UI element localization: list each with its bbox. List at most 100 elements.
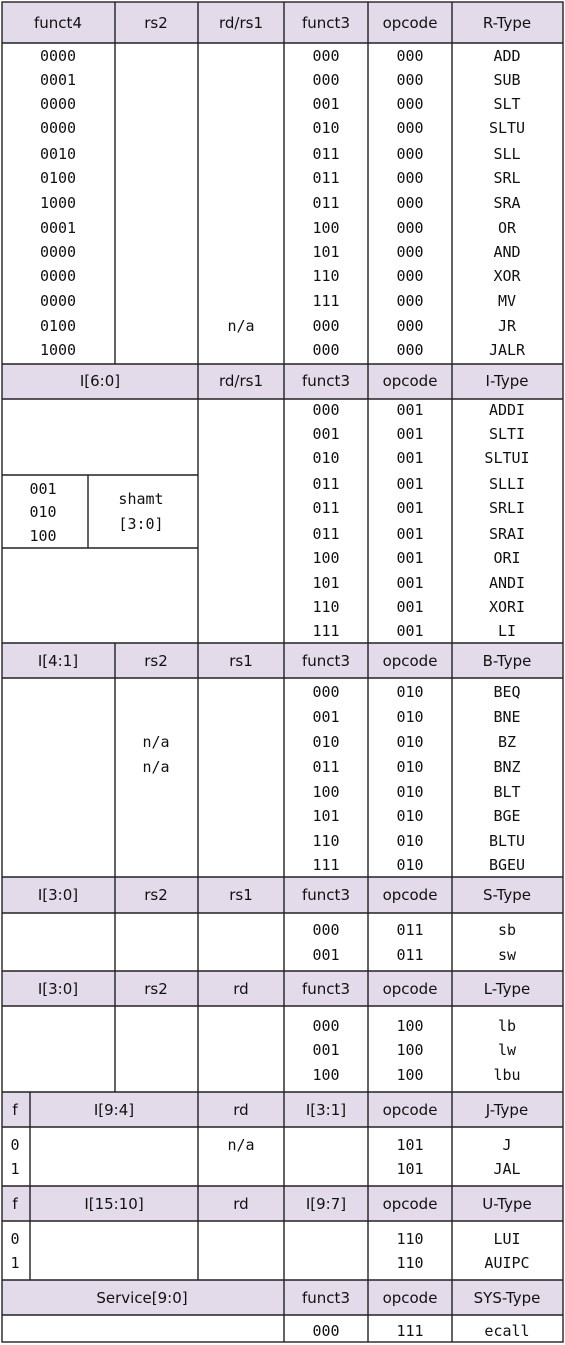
j_type-cell-r1c2: JAL	[493, 1160, 521, 1178]
r_type-cell-r5c1: 011	[312, 169, 340, 187]
r_type-header-1: rs2	[144, 14, 168, 32]
b_type-cell-r0c0: 000	[312, 683, 340, 701]
r_type-cell-r6c3: SRA	[493, 194, 521, 212]
i_type-cell-r8c2: XORI	[488, 598, 526, 616]
i_type-cell-r8c0: 110	[312, 598, 340, 616]
s-type-header-band	[2, 877, 563, 913]
r_type-cell-r11c3: JR	[497, 317, 517, 335]
i_type-cell-r3c1: 001	[396, 475, 424, 493]
s_type-cell-r0c0: 000	[312, 921, 340, 939]
l-type-header-band	[2, 971, 563, 1006]
i_type-cell-r1c1: 001	[396, 425, 424, 443]
i_type-header-3: opcode	[382, 372, 438, 390]
b-type-bnz-rs2-na: n/a	[142, 758, 170, 776]
s_type-cell-r1c0: 001	[312, 946, 340, 964]
r_type-cell-r11c1: 000	[312, 317, 340, 335]
r_type-cell-r9c3: XOR	[493, 267, 521, 285]
l_type-cell-r0c1: 100	[396, 1017, 424, 1035]
u_type-header-0: f	[12, 1195, 18, 1213]
j-type-header-band	[2, 1092, 563, 1127]
r_type-cell-r3c3: SLTU	[488, 119, 526, 137]
l_type-cell-r2c0: 100	[312, 1066, 340, 1084]
s_type-header-4: opcode	[382, 886, 438, 904]
shamt-label: shamt	[118, 490, 164, 508]
u_type-cell-r1c1: 110	[396, 1254, 424, 1272]
r_type-cell-r2c3: SLT	[493, 95, 521, 113]
j_type-cell-r1c0: 1	[10, 1160, 20, 1178]
i_type-cell-r8c1: 001	[396, 598, 424, 616]
r_type-cell-r0c0: 0000	[39, 47, 77, 65]
u_type-cell-r0c1: 110	[396, 1230, 424, 1248]
i_type-cell-r5c2: SRAI	[488, 525, 526, 543]
r_type-header-3: funct3	[302, 14, 350, 32]
r_type-cell-r10c1: 111	[312, 292, 340, 310]
b_type-cell-r5c1: 010	[396, 807, 424, 825]
b-type-bz-rs2-na: n/a	[142, 733, 170, 751]
j_type-header-0: f	[12, 1101, 18, 1119]
l_type-header-4: opcode	[382, 980, 438, 998]
b_type-cell-r0c1: 010	[396, 683, 424, 701]
s_type-cell-r1c1: 011	[396, 946, 424, 964]
b_type-cell-r7c1: 010	[396, 856, 424, 874]
r_type-cell-r5c0: 0100	[39, 169, 77, 187]
i_type-cell-r7c2: ANDI	[488, 574, 526, 592]
l_type-header-0: I[3:0]	[37, 980, 79, 998]
u_type-cell-r1c0: 1	[10, 1254, 20, 1272]
u_type-cell-r0c2: LUI	[493, 1230, 521, 1248]
r_type-cell-r1c0: 0001	[39, 71, 77, 89]
j_type-header-1: I[9:4]	[93, 1101, 135, 1119]
r_type-cell-r7c1: 100	[312, 219, 340, 237]
j-type-j-rd-na: n/a	[227, 1136, 255, 1154]
l_type-cell-r1c2: lw	[497, 1041, 517, 1059]
s_type-cell-r1c2: sw	[497, 946, 517, 964]
u_type-cell-r0c0: 0	[10, 1230, 20, 1248]
r_type-cell-r3c1: 010	[312, 119, 340, 137]
r_type-cell-r12c1: 000	[312, 341, 340, 359]
r_type-cell-r0c1: 000	[312, 47, 340, 65]
b_type-cell-r7c2: BGEU	[488, 856, 526, 874]
j_type-header-5: J-Type	[485, 1101, 529, 1119]
sys_type-header-0: Service[9:0]	[96, 1289, 188, 1307]
i-type-header-band	[2, 364, 563, 399]
s_type-header-1: rs2	[144, 886, 168, 904]
b_type-header-0: I[4:1]	[37, 652, 79, 670]
i_type-cell-r6c1: 001	[396, 549, 424, 567]
b_type-header-4: opcode	[382, 652, 438, 670]
i_type-cell-r4c0: 011	[312, 499, 340, 517]
i_type-cell-r2c2: SLTUI	[484, 449, 530, 467]
i_type-cell-r2c1: 001	[396, 449, 424, 467]
i_type-cell-r0c2: ADDI	[488, 401, 526, 419]
r_type-cell-r7c0: 0001	[39, 219, 77, 237]
u_type-header-1: I[15:10]	[84, 1195, 144, 1213]
i_type-cell-r4c2: SRLI	[488, 499, 526, 517]
r-type-jr-rd-na: n/a	[227, 317, 255, 335]
r_type-cell-r6c1: 011	[312, 194, 340, 212]
r_type-cell-r6c2: 000	[396, 194, 424, 212]
l_type-header-2: rd	[233, 980, 249, 998]
b_type-cell-r6c1: 010	[396, 832, 424, 850]
u_type-header-3: I[9:7]	[305, 1195, 347, 1213]
j_type-cell-r1c1: 101	[396, 1160, 424, 1178]
r_type-cell-r2c1: 001	[312, 95, 340, 113]
r_type-cell-r8c2: 000	[396, 243, 424, 261]
b_type-cell-r4c2: BLT	[493, 783, 521, 801]
i_type-header-4: I-Type	[485, 372, 529, 390]
r_type-header-5: R-Type	[482, 14, 532, 32]
i_type-header-0: I[6:0]	[79, 372, 121, 390]
b_type-cell-r5c2: BGE	[493, 807, 521, 825]
j_type-cell-r0c2: J	[502, 1136, 512, 1154]
i_type-cell-r3c2: SLLI	[488, 475, 526, 493]
l_type-cell-r0c0: 000	[312, 1017, 340, 1035]
b_type-cell-r1c0: 001	[312, 708, 340, 726]
i_type-cell-r3c0: 011	[312, 475, 340, 493]
r_type-cell-r8c1: 101	[312, 243, 340, 261]
r_type-cell-r1c2: 000	[396, 71, 424, 89]
sys_type-header-3: SYS-Type	[473, 1289, 541, 1307]
sys-type-header-band	[2, 1280, 563, 1315]
sys_type-cell-r0c1: 111	[396, 1322, 424, 1340]
r_type-cell-r1c3: SUB	[493, 71, 521, 89]
l_type-header-1: rs2	[144, 980, 168, 998]
l_type-cell-r2c2: lbu	[493, 1066, 521, 1084]
